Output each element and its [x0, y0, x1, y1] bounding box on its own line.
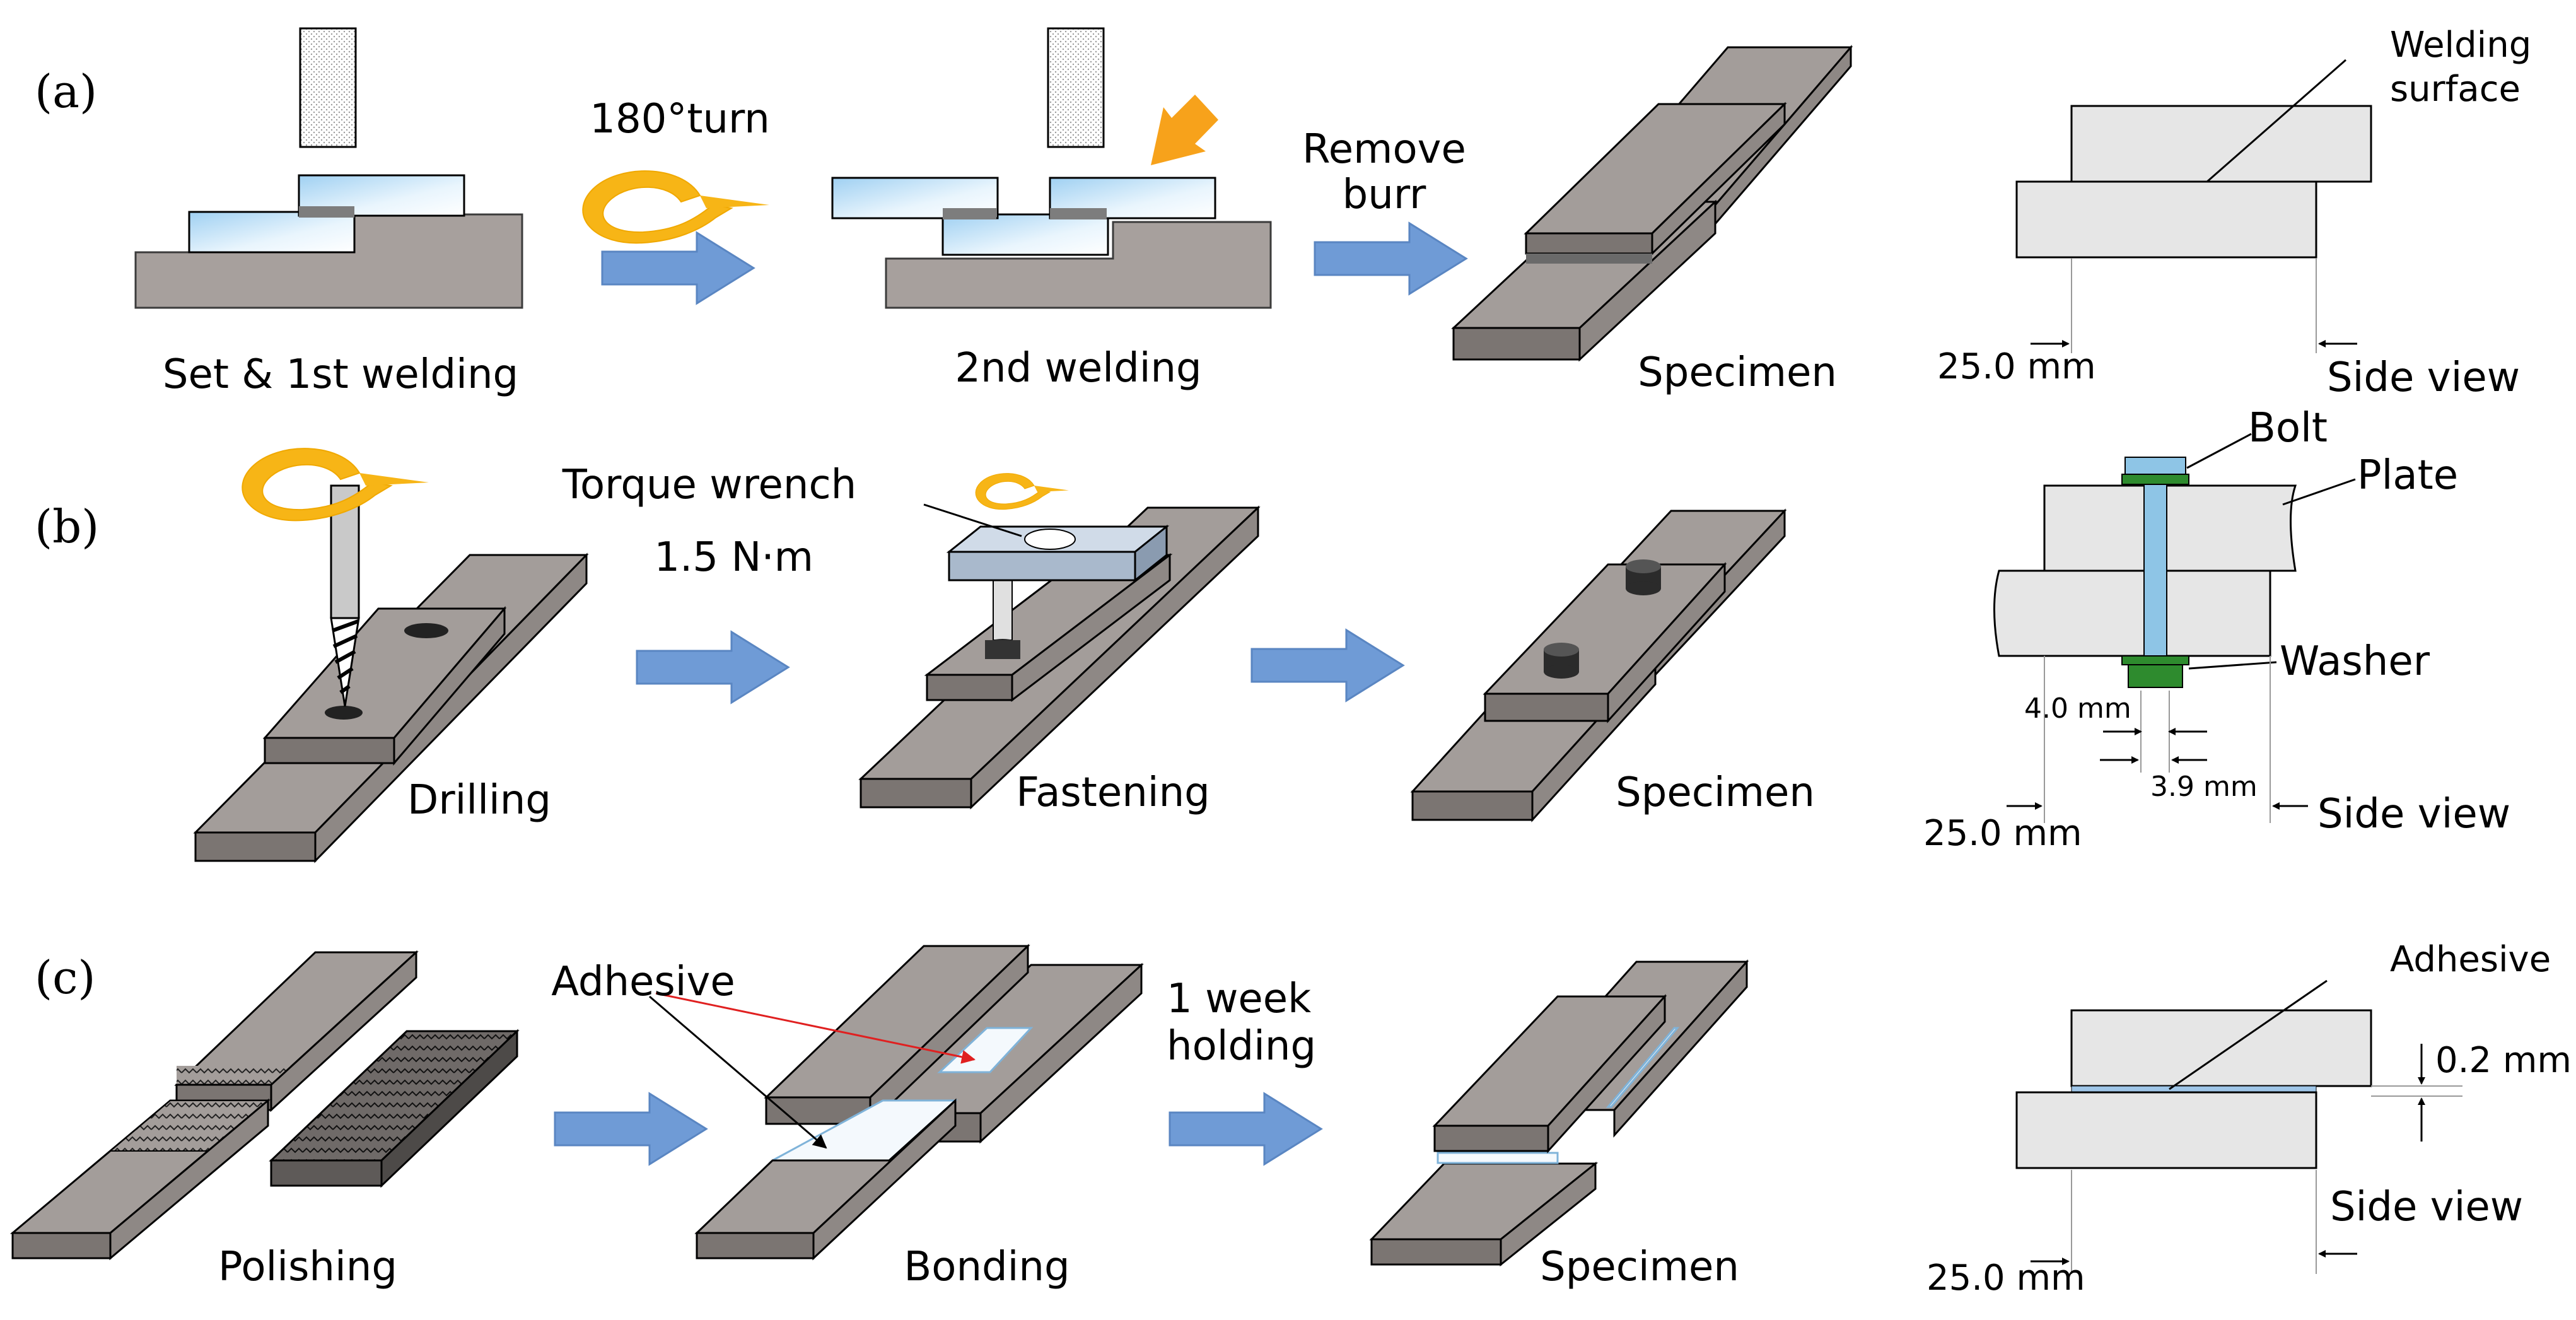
- panel-a: (a) Set & 1st welding 180°turn 2nd weldi…: [35, 25, 2531, 401]
- welding-tool: [299, 27, 357, 148]
- torque-value-label: 1.5 N·m: [654, 534, 813, 581]
- flow-arrow-c2: [1169, 1092, 1322, 1165]
- sideview-b: [1993, 433, 2356, 823]
- welding-surface-label-1: Welding: [2390, 25, 2531, 66]
- torque-wrench-label: Torque wrench: [562, 462, 856, 508]
- remove-burr-label-2: burr: [1343, 172, 1426, 218]
- step-label-b1: Drilling: [407, 777, 551, 824]
- step-a1-setup: [134, 27, 523, 309]
- shaft-dim-label: 3.9 mm: [2150, 771, 2258, 803]
- specimen-b: [1410, 508, 1787, 822]
- pressure-arrow-icon: [1151, 95, 1218, 165]
- step-c1-polishing: [9, 950, 520, 1261]
- wrench-rotation-icon: [975, 473, 1069, 510]
- nut-icon: [1626, 559, 1661, 595]
- bolt-shaft: [2143, 471, 2167, 680]
- sideview-a: [2015, 59, 2372, 353]
- welding-tool-2: [1047, 27, 1105, 148]
- adhesive-callout-label: Adhesive: [2390, 939, 2551, 980]
- hole-dim-label: 4.0 mm: [2024, 692, 2131, 725]
- right-plate-2: [1049, 177, 1216, 219]
- bolt-label: Bolt: [2248, 405, 2328, 452]
- washer-label: Washer: [2280, 638, 2430, 685]
- torque-wrench-icon: [946, 524, 1170, 583]
- sideview-caption-b: Side view: [2317, 791, 2510, 838]
- step-label-a3: Specimen: [1638, 349, 1837, 396]
- sideview-caption-c: Side view: [2330, 1184, 2523, 1230]
- rotation-label: 180°turn: [590, 96, 770, 143]
- flow-arrow-a1: [601, 231, 755, 305]
- sideview-c: [2015, 979, 2462, 1274]
- adhesive-label: Adhesive: [551, 959, 735, 1005]
- flow-arrow-b2: [1250, 629, 1404, 702]
- step-c2-bonding: [649, 943, 1144, 1261]
- holding-label-2: holding: [1167, 1023, 1316, 1070]
- step-b2-fastening: [858, 473, 1261, 810]
- panel-a-tag: (a): [35, 65, 97, 118]
- step-label-b3: Specimen: [1616, 769, 1815, 816]
- specimen-c: [1369, 959, 1749, 1267]
- sideview-caption-a: Side view: [2327, 354, 2520, 401]
- welding-surface-label-2: surface: [2390, 69, 2521, 110]
- flow-arrow-b1: [636, 631, 790, 704]
- holding-label-1: 1 week: [1167, 976, 1311, 1022]
- step-label-a1: Set & 1st welding: [163, 351, 518, 398]
- thickness-label: 0.2 mm: [2435, 1040, 2572, 1081]
- weld-seam-2: [1050, 208, 1107, 219]
- flow-arrow-a2: [1314, 222, 1467, 295]
- weld-seam-1: [943, 208, 996, 219]
- step-a2-second-weld: [831, 27, 1272, 309]
- top-washer: [2121, 474, 2189, 485]
- remove-burr-label-1: Remove: [1302, 126, 1466, 173]
- bolt-head: [2124, 457, 2186, 477]
- step-label-c3: Specimen: [1540, 1244, 1739, 1290]
- drill-rotation-icon: [242, 448, 429, 522]
- plate-label: Plate: [2357, 452, 2458, 499]
- rotation-icon: [582, 170, 770, 244]
- width-label-a: 25.0 mm: [1937, 346, 2096, 387]
- panel-b-tag: (b): [35, 500, 99, 553]
- nut-icon: [1544, 643, 1579, 679]
- flow-arrow-c1: [554, 1092, 708, 1165]
- step-b1-drilling: [193, 448, 589, 863]
- lower-plate: [188, 211, 356, 254]
- lower-plate-2: [941, 213, 1109, 256]
- step-label-c1: Polishing: [218, 1244, 397, 1290]
- step-label-b2: Fastening: [1016, 769, 1210, 816]
- weld-seam: [299, 206, 354, 218]
- welding-jig-2: [885, 221, 1272, 309]
- panel-c-tag: (c): [35, 951, 96, 1004]
- step-label-a2: 2nd welding: [955, 345, 1201, 392]
- width-label-c: 25.0 mm: [1926, 1258, 2085, 1299]
- specimen-a: [1451, 44, 1853, 362]
- panel-b: (b) Drilling: [35, 405, 2510, 863]
- panel-c: (c) Polishing: [9, 939, 2572, 1299]
- width-label-b: 25.0 mm: [1923, 813, 2082, 854]
- step-label-c2: Bonding: [904, 1244, 1069, 1290]
